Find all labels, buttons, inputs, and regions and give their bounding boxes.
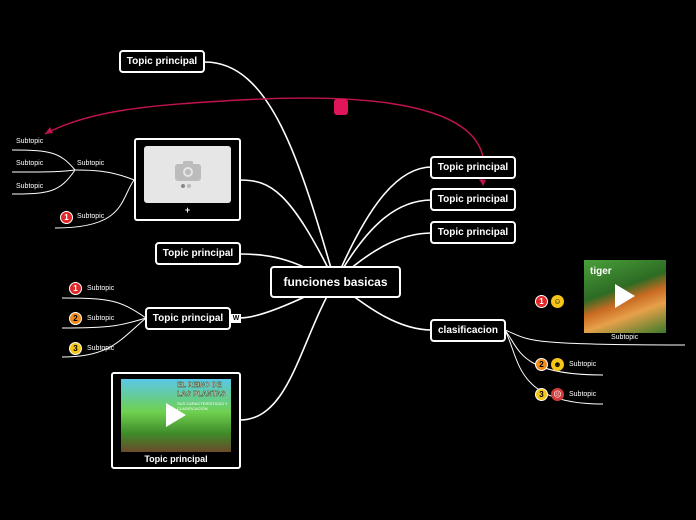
clasificacion-subtopic-3[interactable]: Subtopic xyxy=(569,391,597,398)
topic-left-badges[interactable]: Topic principal xyxy=(145,307,231,330)
devil-face-icon: ☹ xyxy=(551,388,564,401)
priority-3-icon: 3 xyxy=(69,342,82,355)
clasificacion-subtopic-2[interactable]: Subtopic xyxy=(569,361,597,368)
relationship-marker[interactable] xyxy=(334,99,348,115)
image-subtopic-2[interactable]: Subtopic xyxy=(16,160,44,167)
image-placeholder[interactable] xyxy=(144,146,231,203)
topic-right-1[interactable]: Topic principal xyxy=(430,156,516,179)
camera-icon xyxy=(175,161,201,181)
image-subtopic-badge[interactable]: Subtopic xyxy=(77,213,105,220)
wikipedia-icon[interactable]: W xyxy=(231,314,241,323)
left-subtopic-2[interactable]: Subtopic xyxy=(87,315,115,322)
image-topic-card[interactable]: + xyxy=(134,138,241,221)
image-subtopic-1[interactable]: Subtopic xyxy=(16,138,44,145)
play-icon[interactable] xyxy=(166,403,186,427)
topic-right-3[interactable]: Topic principal xyxy=(430,221,516,244)
priority-1-icon: 1 xyxy=(60,211,73,224)
topic-clasificacion[interactable]: clasificacion xyxy=(430,319,506,342)
video-topic-title: Topic principal xyxy=(144,454,208,464)
carousel-dots xyxy=(181,184,195,188)
video-title-line2: LAS PLANTAS xyxy=(177,391,226,398)
image-card-plus: + xyxy=(184,205,191,215)
grinning-face-icon: ☺ xyxy=(551,295,564,308)
priority-1-icon: 1 xyxy=(535,295,548,308)
tiger-video-thumbnail[interactable]: tiger xyxy=(570,260,680,333)
image-subtopic-branch[interactable]: Subtopic xyxy=(77,160,105,167)
sunglasses-face-icon: ☻ xyxy=(551,358,564,371)
central-topic[interactable]: funciones basicas xyxy=(270,266,401,298)
priority-3-icon: 3 xyxy=(535,388,548,401)
plants-video-thumbnail[interactable]: EL REINO DE LAS PLANTAS SUS CARACTERÍSTI… xyxy=(121,379,231,452)
topic-top-left[interactable]: Topic principal xyxy=(119,50,205,73)
video-topic-card[interactable]: EL REINO DE LAS PLANTAS SUS CARACTERÍSTI… xyxy=(111,372,241,469)
left-subtopic-3[interactable]: Subtopic xyxy=(87,345,115,352)
clasificacion-subtopic-1[interactable]: Subtopic xyxy=(611,334,639,341)
left-subtopic-1[interactable]: Subtopic xyxy=(87,285,115,292)
tiger-video-title: tiger xyxy=(590,266,612,277)
image-subtopic-3[interactable]: Subtopic xyxy=(16,183,44,190)
play-icon[interactable] xyxy=(615,284,635,308)
priority-1-icon: 1 xyxy=(69,282,82,295)
priority-2-icon: 2 xyxy=(69,312,82,325)
video-title-line1: EL REINO DE xyxy=(177,382,222,389)
topic-mid-left[interactable]: Topic principal xyxy=(155,242,241,265)
priority-2-icon: 2 xyxy=(535,358,548,371)
topic-right-2[interactable]: Topic principal xyxy=(430,188,516,211)
video-subtitle: SUS CARACTERÍSTICAS Y CLASIFICACIÓN xyxy=(177,401,228,411)
